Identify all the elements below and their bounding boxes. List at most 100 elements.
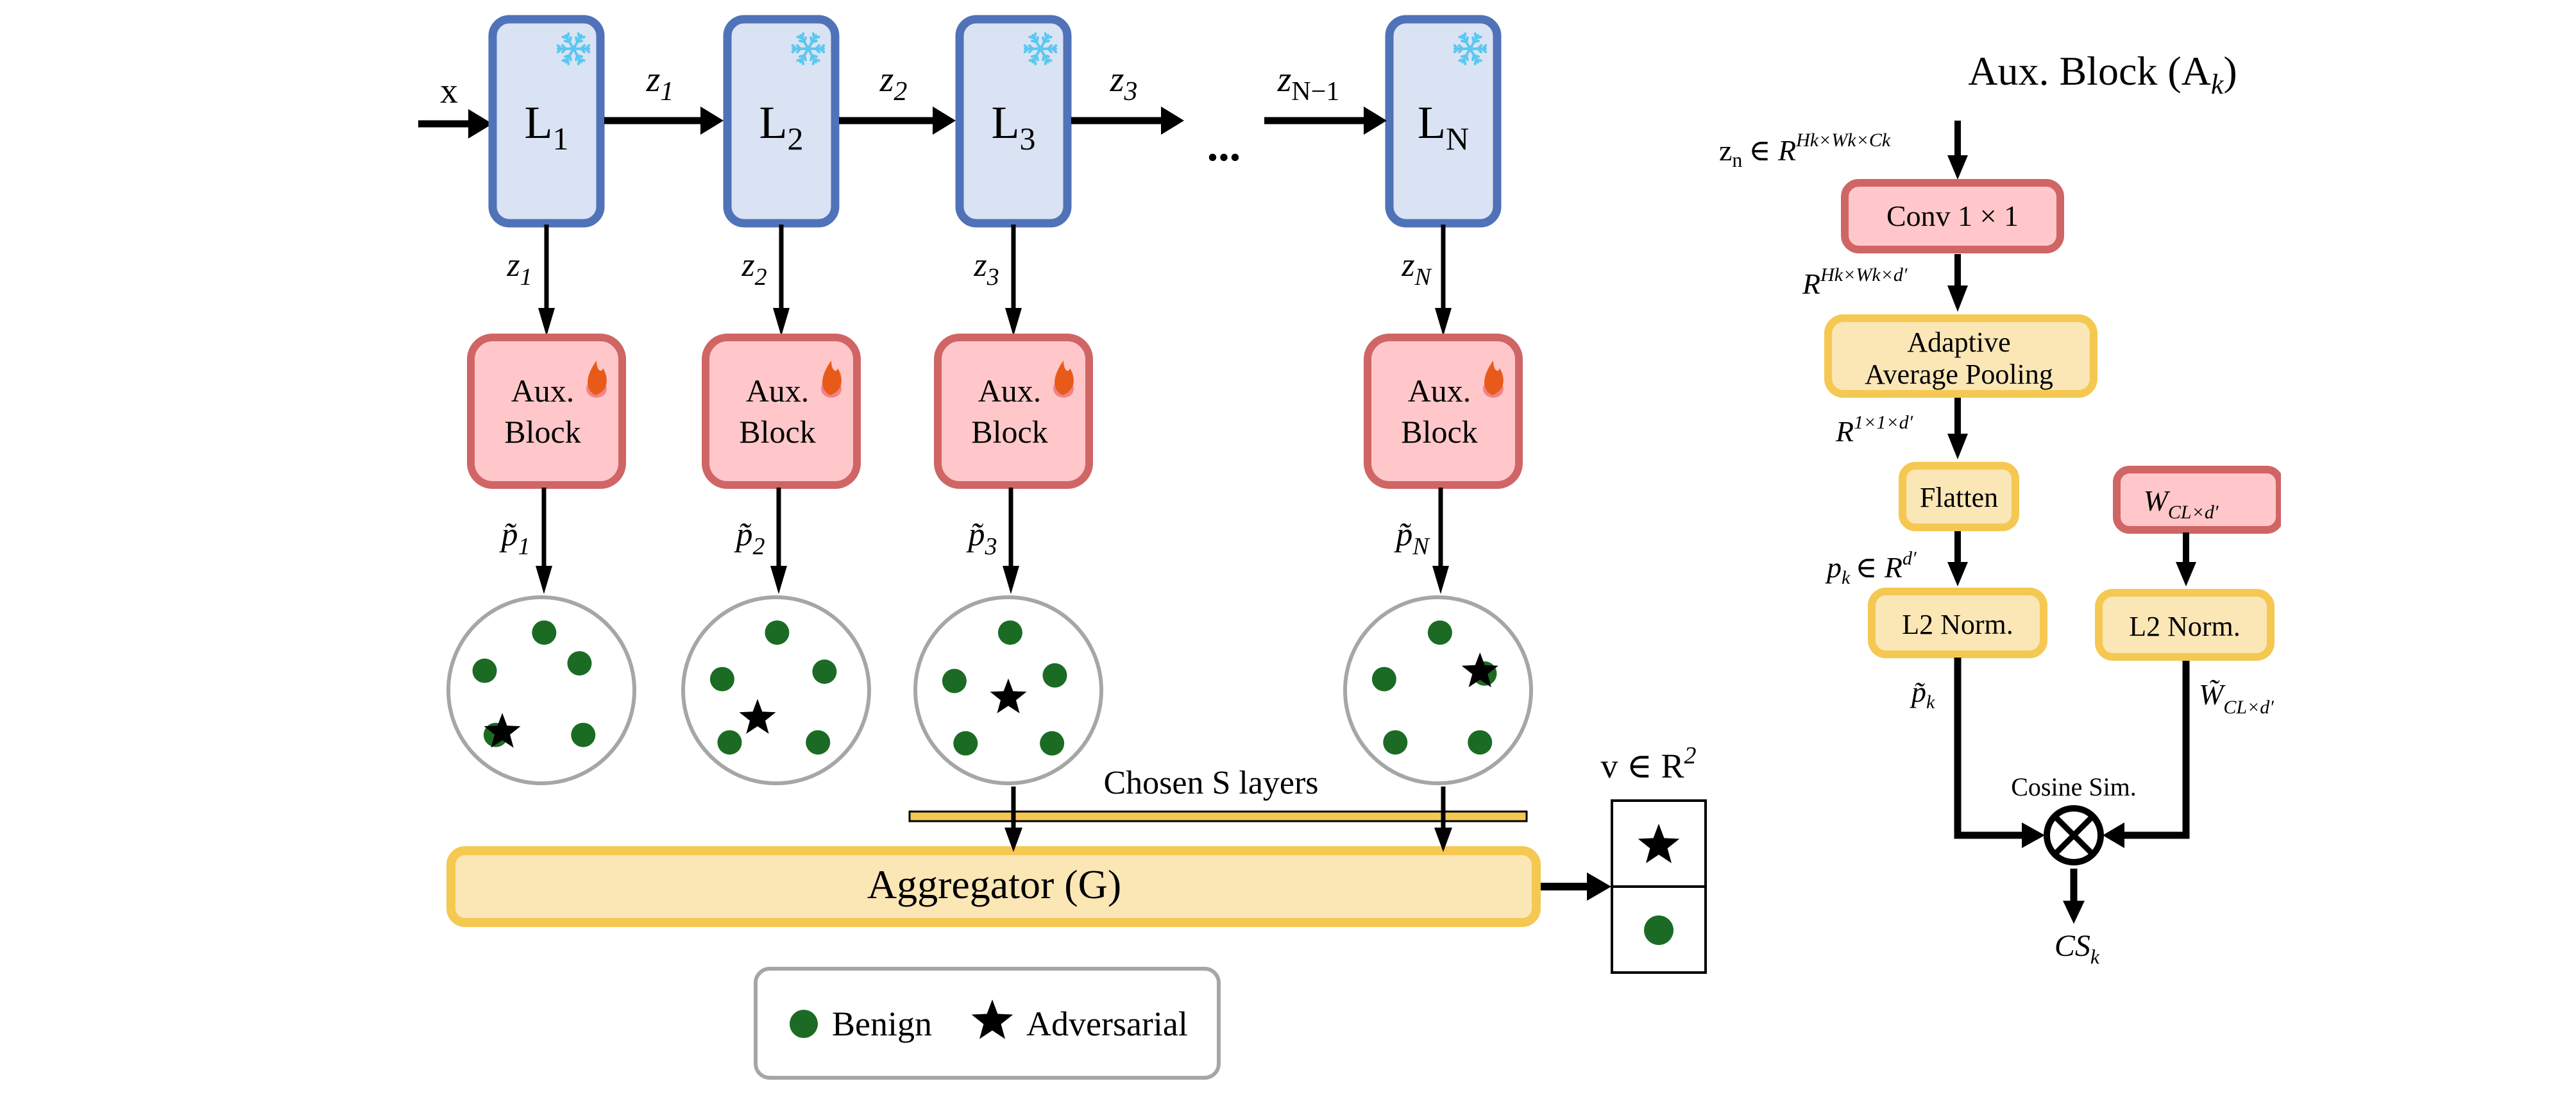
forward-arrow-label: z1 <box>646 60 674 106</box>
layer-block-1: L1 <box>488 15 605 228</box>
legend-adversarial-label: Adversarial <box>1026 1005 1188 1043</box>
aux-block-label: Aux. <box>978 373 1042 409</box>
benign-dot-icon <box>1644 915 1674 945</box>
l2-right-output-label: W̃CL×d′ <box>2199 678 2274 718</box>
aggregator-box <box>446 846 1541 927</box>
input-label: x <box>440 71 458 111</box>
adaptive-pooling-label-line2: Average Pooling <box>1865 359 2053 390</box>
snowflake-icon <box>556 32 591 65</box>
benign-dot <box>942 668 967 693</box>
benign-dot <box>1040 731 1065 756</box>
flatten-label: Flatten <box>1920 482 1998 513</box>
layer-label: L3 <box>992 97 1036 157</box>
layer-box <box>955 15 1072 228</box>
aux-block-box <box>702 334 861 489</box>
aux-input-label: z1 <box>506 247 532 291</box>
l2-norm-left-label: L2 Norm. <box>1902 609 2013 640</box>
benign-dot <box>717 730 742 755</box>
pool-output-label: R1×1×d′ <box>1835 412 1913 448</box>
forward-arrow <box>1264 106 1387 135</box>
layer-label: L1 <box>525 97 569 157</box>
output-vector: v ∈ R2 <box>1601 742 1707 974</box>
benign-dot <box>1468 730 1493 755</box>
flatten-output-label: pk∈ Rd′ <box>1825 548 1917 588</box>
adversarial-star <box>484 713 521 748</box>
aux-block-label: Aux. <box>1408 373 1471 409</box>
layer-block-N: LN <box>1385 15 1502 228</box>
aux-block-label: Block <box>1401 414 1477 450</box>
aux-output-label: p̃N <box>1393 516 1430 560</box>
benign-dot <box>571 722 596 747</box>
aux-block-box <box>1364 334 1523 489</box>
layer-label: L2 <box>759 97 804 157</box>
flatten-box <box>1899 462 2019 531</box>
snowflake-icon <box>1453 32 1487 65</box>
cosine-sim-output-label: CSk <box>2055 929 2100 968</box>
benign-dot <box>997 620 1022 645</box>
l2-norm-left-box <box>1868 588 2047 658</box>
aux-input-label: z2 <box>741 247 767 291</box>
aux-block-label: Block <box>971 414 1047 450</box>
layer-block-2: L2 <box>723 15 840 228</box>
aux-output-label: p̃1 <box>499 516 530 560</box>
chosen-layers-bar <box>908 810 1528 822</box>
flame-icon <box>586 361 607 398</box>
benign-dot <box>953 731 978 756</box>
ellipsis: ... <box>1207 121 1241 171</box>
embedding-cluster <box>446 595 636 785</box>
aux-input-label: zn∈ RHk×Wk×Ck <box>1719 130 1891 171</box>
aux-block-box <box>467 334 626 489</box>
benign-dot <box>472 658 497 683</box>
aux-block-label: Block <box>504 414 580 450</box>
snowflake-icon <box>1023 32 1058 65</box>
benign-dot <box>1427 620 1452 645</box>
benign-dot <box>812 659 837 684</box>
l2-norm-right-box <box>2095 589 2275 661</box>
chosen-layers-label: Chosen S layers <box>1103 765 1318 801</box>
aggregator-output-arrow <box>1541 872 1611 901</box>
classifier-weight-label: WCL×d′ <box>2144 484 2219 523</box>
layer-box <box>723 15 840 228</box>
benign-dot <box>1383 730 1408 755</box>
aux-input-label: zN <box>1401 247 1432 291</box>
benign-dot <box>1042 663 1067 688</box>
l2-norm-right-label: L2 Norm. <box>2129 611 2241 642</box>
aux-block-label: Aux. <box>511 373 575 409</box>
layer-block-3: L3 <box>955 15 1072 228</box>
flame-icon <box>821 361 842 398</box>
flame-icon <box>1483 361 1504 398</box>
conv-output-label: RHk×Wk×d′ <box>1802 264 1908 300</box>
layer-label: LN <box>1418 97 1469 157</box>
adversarial-star-icon <box>1638 824 1680 864</box>
adversarial-star <box>1461 652 1498 688</box>
benign-dot <box>532 620 557 645</box>
adversarial-star <box>990 678 1027 713</box>
conv-label: Conv 1 × 1 <box>1886 200 2019 232</box>
layer-columns: z1Aux.Blockp̃1z2Aux.Blockp̃2z3Aux.Blockp… <box>446 225 1533 785</box>
layer-box <box>1385 15 1502 228</box>
benign-dot <box>709 667 734 692</box>
aux-block-label: Block <box>739 414 815 450</box>
l2-left-output-label: p̃k <box>1910 676 1935 713</box>
aggregator-label: Aggregator (G) <box>867 862 1121 907</box>
forward-arrow-label: z3 <box>1110 60 1138 106</box>
forward-arrow-label: zN−1 <box>1277 60 1340 106</box>
benign-dot <box>765 620 790 645</box>
forward-arrow <box>839 106 956 135</box>
aux-block-label: Aux. <box>746 373 809 409</box>
output-vector-label: v ∈ R2 <box>1601 742 1697 785</box>
flame-icon <box>1053 361 1074 398</box>
column-N: zN Aux. Block p̃N <box>1343 225 1533 785</box>
chosen-layers-selector: Chosen S layers <box>908 765 1528 822</box>
aggregator-input-arrows <box>1004 787 1452 852</box>
adaptive-pooling-box <box>1824 314 2097 398</box>
snowflake-icon <box>791 32 826 65</box>
legend: Benign Adversarial <box>754 967 1221 1080</box>
cosine-sim-label: Cosine Sim. <box>2011 772 2137 801</box>
aux-input-label: z3 <box>973 247 999 291</box>
legend-adversarial-icon <box>971 1000 1013 1039</box>
legend-benign-label: Benign <box>832 1005 932 1043</box>
